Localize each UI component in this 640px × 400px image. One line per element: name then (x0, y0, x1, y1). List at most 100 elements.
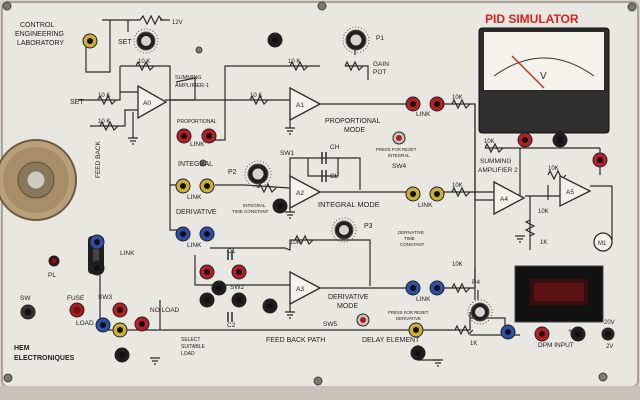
socket-load-blue[interactable] (95, 317, 111, 333)
fuse-holder[interactable] (69, 302, 85, 318)
socket-prop-1[interactable] (176, 128, 192, 144)
motor-m1 (593, 232, 613, 252)
delay-element-label: DELAY ELEMENT (362, 337, 420, 344)
p4-knob[interactable] (467, 299, 493, 325)
dtc-c-label: CONSTANT (400, 242, 425, 247)
cl-label: CL (330, 173, 339, 180)
r-10k-l-label: 10K (452, 262, 463, 268)
r-1k-b-label: 1K (470, 341, 477, 347)
socket-summing2-black[interactable] (552, 132, 568, 148)
p4-label: P4 (472, 279, 480, 286)
socket-c1-red-2[interactable] (231, 264, 247, 280)
proportional-label-label: PROPORTIONAL (177, 119, 217, 125)
socket-top-black[interactable] (267, 32, 283, 48)
socket-a2-black[interactable] (272, 198, 288, 214)
m1-label: M1 (598, 241, 607, 247)
r-10k-e-label: 10 K (288, 59, 300, 65)
prop-mode-b-label: MODE (344, 127, 365, 134)
socket-prop-2[interactable] (201, 128, 217, 144)
prop-mode-a-label: PROPORTIONAL (325, 118, 381, 125)
derivative-mode-a-label: DERIVATIVE (328, 294, 369, 301)
supply-label-label: 12V (172, 20, 183, 26)
socket-delay-black[interactable] (410, 345, 426, 361)
socket-set-input[interactable] (82, 33, 98, 49)
a5-label: A5 (566, 189, 574, 196)
set-knob[interactable] (133, 28, 159, 54)
socket-dpm-red[interactable] (534, 326, 550, 342)
dpm-range-switch[interactable] (601, 327, 615, 341)
no-load-label: NO LOAD (150, 307, 180, 314)
v20-label: 20V (604, 320, 615, 326)
meter-unit-label: V (540, 71, 547, 82)
r-10k-f-label: 10K (452, 95, 463, 101)
socket-sw2-black[interactable] (211, 280, 227, 296)
socket-p4-blue[interactable] (500, 324, 516, 340)
summing1-a-label: SUMMING (175, 75, 202, 81)
socket-c2-black-2[interactable] (231, 292, 247, 308)
socket-c2-black-1[interactable] (199, 292, 215, 308)
socket-a1-link-1[interactable] (405, 96, 421, 112)
socket-dpm-black[interactable] (570, 326, 586, 342)
p1-label: P1 (376, 35, 384, 42)
socket-int-2[interactable] (199, 178, 215, 194)
p3-knob[interactable] (331, 217, 357, 243)
panel-bottom-edge (0, 386, 640, 400)
socket-a1-link-2[interactable] (429, 96, 445, 112)
power-switch-sw[interactable] (20, 304, 36, 320)
reset-integral-button[interactable] (392, 131, 406, 145)
reset-int-b-label: INTEGRAL (388, 153, 410, 158)
socket-load-red-1[interactable] (112, 302, 128, 318)
meter-needle (511, 55, 545, 89)
set-input-label-label: SET (70, 99, 84, 106)
itc-a-label: INTEGRAL (243, 203, 266, 208)
r-10k-b-label: 10 K (98, 93, 110, 99)
opamp-a3 (289, 270, 322, 306)
gain-pot-p1-knob[interactable] (342, 26, 370, 54)
link-int-label: LINK (187, 194, 202, 201)
a4-label: A4 (500, 196, 508, 203)
socket-int-1[interactable] (175, 178, 191, 194)
socket-load-red-2[interactable] (134, 316, 150, 332)
toroidal-transformer (0, 139, 77, 221)
digital-panel-meter (514, 265, 604, 323)
reset-derivative-button[interactable] (356, 313, 370, 327)
pl-label: PL (48, 272, 56, 279)
r-10k-d-label: 10 K (250, 93, 262, 99)
socket-c1-red-1[interactable] (199, 264, 215, 280)
socket-output-red[interactable] (592, 152, 608, 168)
link-fb-label: LINK (120, 250, 135, 257)
c2-label: C2 (227, 322, 236, 329)
r-10k-a-label: 10 K (138, 59, 150, 65)
socket-a2-link-2[interactable] (429, 186, 445, 202)
socket-der-2[interactable] (199, 226, 215, 242)
reset-der-a-label: PRESS FOR RESET (388, 310, 429, 315)
socket-fb-black[interactable] (89, 260, 105, 276)
ch-label: CH (330, 144, 340, 151)
socket-load-black[interactable] (114, 347, 130, 363)
socket-load-yellow[interactable] (112, 322, 128, 338)
sw-label: SW (20, 295, 31, 302)
socket-a2-link-1[interactable] (405, 186, 421, 202)
r-10k-g-label: 10K (484, 139, 495, 145)
socket-a3-link-2[interactable] (429, 280, 445, 296)
socket-summing2-top[interactable] (517, 132, 533, 148)
socket-der-1[interactable] (175, 226, 191, 242)
opamp-a5 (559, 174, 592, 208)
socket-fb-blue[interactable] (89, 234, 105, 250)
maker-line1-label: HEM (14, 345, 30, 352)
screw (317, 1, 327, 11)
panel-title-label: PID SIMULATOR (485, 12, 579, 26)
screw (2, 1, 12, 11)
socket-delay-yellow[interactable] (408, 322, 424, 338)
plus-label: + (568, 328, 572, 335)
socket-deriv-black[interactable] (262, 298, 278, 314)
link-prop-label: LINK (190, 141, 205, 148)
opamp-a0 (137, 84, 168, 120)
sw2-label: SW2 (230, 284, 244, 291)
sw4-label: SW4 (392, 163, 406, 170)
a3-label: A3 (296, 286, 304, 293)
p2-knob[interactable] (244, 160, 272, 188)
r-10k-i-label: 10K (538, 209, 549, 215)
socket-a3-link-1[interactable] (405, 280, 421, 296)
